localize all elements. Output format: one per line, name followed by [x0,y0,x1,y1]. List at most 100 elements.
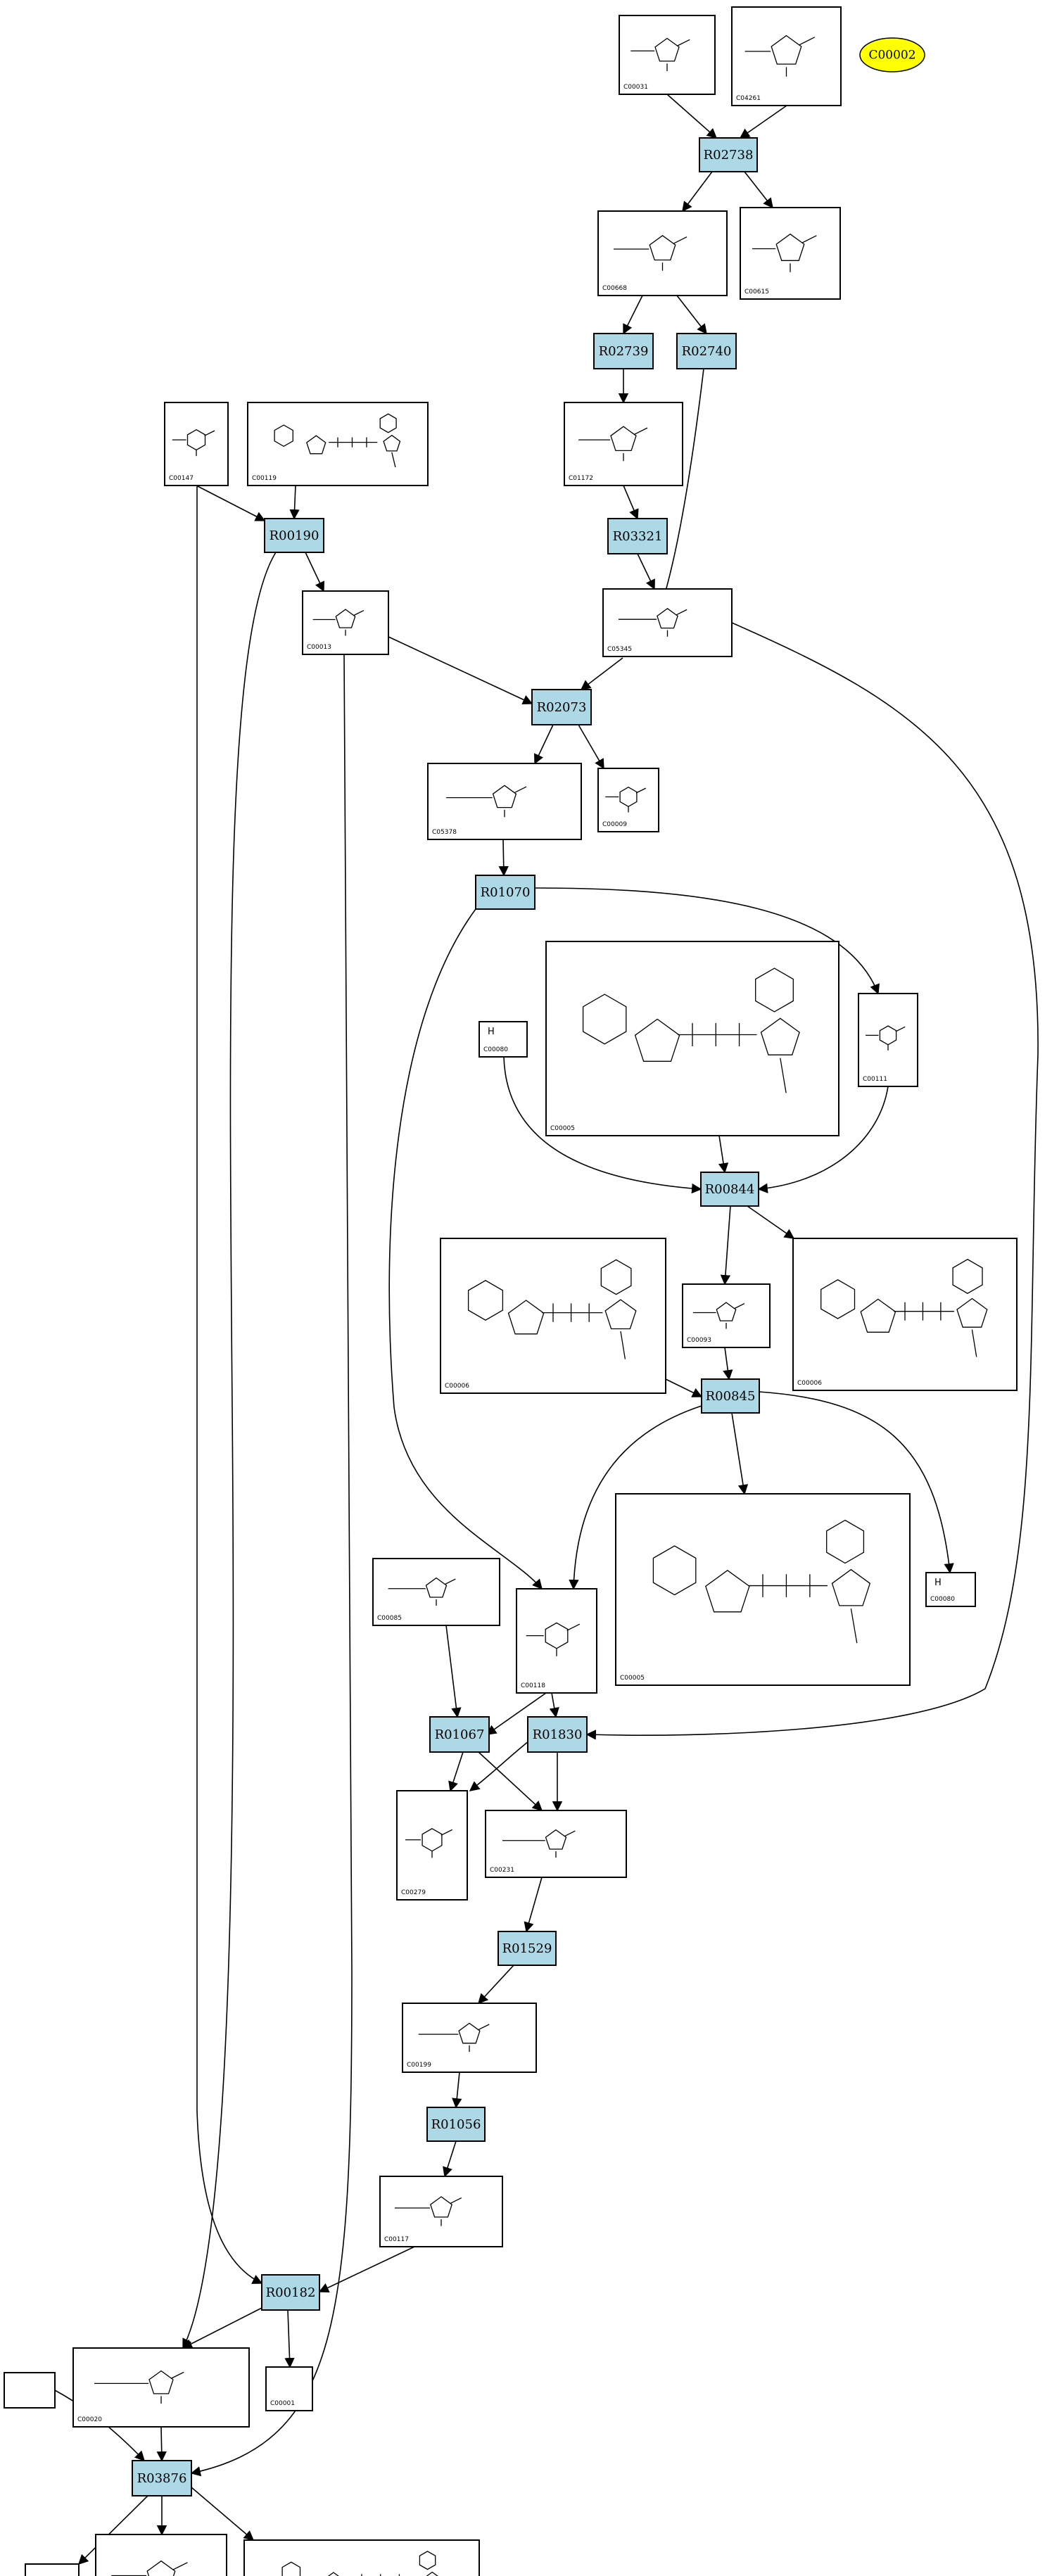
reaction-box[interactable] [700,1172,759,1207]
compound-c00231[interactable]: C00231 [485,1810,627,1878]
reaction-r00182[interactable]: R00182 [261,2274,320,2311]
compound-c00093[interactable]: C00093 [682,1283,771,1348]
reaction-box[interactable] [426,2107,486,2142]
reaction-box[interactable] [607,518,668,554]
compound-c00119[interactable]: C00119 [247,402,429,486]
compound-box[interactable] [25,2563,80,2576]
compound-box[interactable] [597,768,659,832]
compound-box[interactable] [619,15,716,95]
compound-c00147[interactable]: C00147 [164,402,229,486]
compound-c00006a[interactable]: C00006 [440,1238,666,1394]
reaction-box[interactable] [261,2274,320,2311]
reaction-box[interactable] [676,333,737,369]
reaction-box[interactable] [527,1716,588,1753]
reaction-r01529[interactable]: R01529 [498,1931,557,1966]
compound-box[interactable] [564,402,683,486]
reaction-box[interactable] [475,875,535,910]
compound-box[interactable] [427,763,582,840]
compound-c00005[interactable]: C00005 [545,941,839,1136]
compound-c00001[interactable]: C00001 [265,2366,313,2411]
compound-c00085[interactable]: C00085 [372,1558,500,1626]
reaction-r01056[interactable]: R01056 [426,2107,486,2142]
compound-c00013[interactable]: C00013 [302,590,389,655]
reaction-r02738[interactable]: R02738 [699,137,758,172]
compound-c00118[interactable]: C00118 [516,1588,597,1694]
reaction-r02739[interactable]: R02739 [593,333,654,369]
compound-box[interactable] [485,1810,627,1878]
reaction-box[interactable] [132,2460,192,2496]
reaction-r03321[interactable]: R03321 [607,518,668,554]
compound-box[interactable] [302,590,389,655]
compound-c00005b[interactable]: C00005 [615,1493,911,1686]
reaction-r02073[interactable]: R02073 [531,689,592,725]
reaction-box[interactable] [531,689,592,725]
compound-box[interactable] [164,402,229,486]
compound-c05378[interactable]: C05378 [427,763,582,840]
structure-bond [204,430,215,436]
reaction-r00190[interactable]: R00190 [264,518,324,553]
compound-c05345[interactable]: C05345 [602,588,733,657]
edge-arrow [637,553,655,590]
compound-box[interactable] [597,210,728,296]
structure-bond [676,609,687,616]
edge-arrow [524,1877,543,1933]
compound-c00668[interactable]: C00668 [597,210,728,296]
edge-arrow [190,654,353,2477]
reaction-box[interactable] [701,1378,760,1414]
compound-c00279[interactable]: C00279 [396,1790,468,1901]
compound-box[interactable] [95,2534,227,2576]
compound-c00002box[interactable]: C00002 [243,2539,480,2576]
compound-c00615[interactable]: C00615 [740,207,841,300]
reaction-r00844[interactable]: R00844 [700,1172,759,1207]
structure-ring [419,2551,436,2570]
reaction-r01830[interactable]: R01830 [527,1716,588,1753]
reaction-r03876[interactable]: R03876 [132,2460,192,2496]
reaction-r01067[interactable]: R01067 [429,1716,490,1753]
compound-box[interactable] [858,993,918,1087]
structure-bond [734,1302,745,1309]
structure-ring [879,1025,897,1046]
compound-c00009[interactable]: C00009 [597,768,659,832]
compound-box[interactable] [740,207,841,300]
reaction-box[interactable] [593,333,654,369]
compound-c01172[interactable]: C01172 [564,402,683,486]
reaction-r01070[interactable]: R01070 [475,875,535,910]
compound-box[interactable] [379,2176,503,2247]
compound-box[interactable] [396,1790,468,1901]
compound-blank2[interactable] [25,2563,80,2576]
compound-box[interactable] [402,2003,537,2073]
compound-box[interactable] [925,1572,976,1607]
structure-ring [860,1298,896,1333]
highlight-node-c00002[interactable] [859,37,925,72]
compound-box[interactable] [731,6,842,106]
compound-box[interactable] [4,2372,56,2409]
compound-c00031[interactable]: C00031 [619,15,716,95]
compound-box[interactable] [516,1588,597,1694]
compound-box[interactable] [372,1558,500,1626]
compound-c02188[interactable]: C02188 [95,2534,227,2576]
compound-box[interactable] [72,2347,250,2428]
compound-box[interactable] [243,2539,480,2576]
reaction-box[interactable] [498,1931,557,1966]
compound-c00111[interactable]: C00111 [858,993,918,1087]
compound-box[interactable] [265,2366,313,2411]
compound-c00117[interactable]: C00117 [379,2176,503,2247]
compound-c00020[interactable]: C00020 [72,2347,250,2428]
reaction-box[interactable] [429,1716,490,1753]
edge-arrow [739,105,787,139]
reaction-r02740[interactable]: R02740 [676,333,737,369]
compound-box[interactable] [682,1283,771,1348]
compound-c00006b[interactable]: C00006 [792,1238,1018,1391]
structure-bond [895,1026,906,1032]
reaction-r00845[interactable]: R00845 [701,1378,760,1414]
compound-c00199[interactable]: C00199 [402,2003,537,2073]
compound-blank1[interactable] [4,2372,56,2409]
structure-bond [450,2197,462,2204]
compound-c04261[interactable]: C04261 [731,6,842,106]
reaction-box[interactable] [264,518,324,553]
compound-box[interactable] [479,1021,528,1058]
compound-box[interactable] [602,588,733,657]
reaction-box[interactable] [699,137,758,172]
